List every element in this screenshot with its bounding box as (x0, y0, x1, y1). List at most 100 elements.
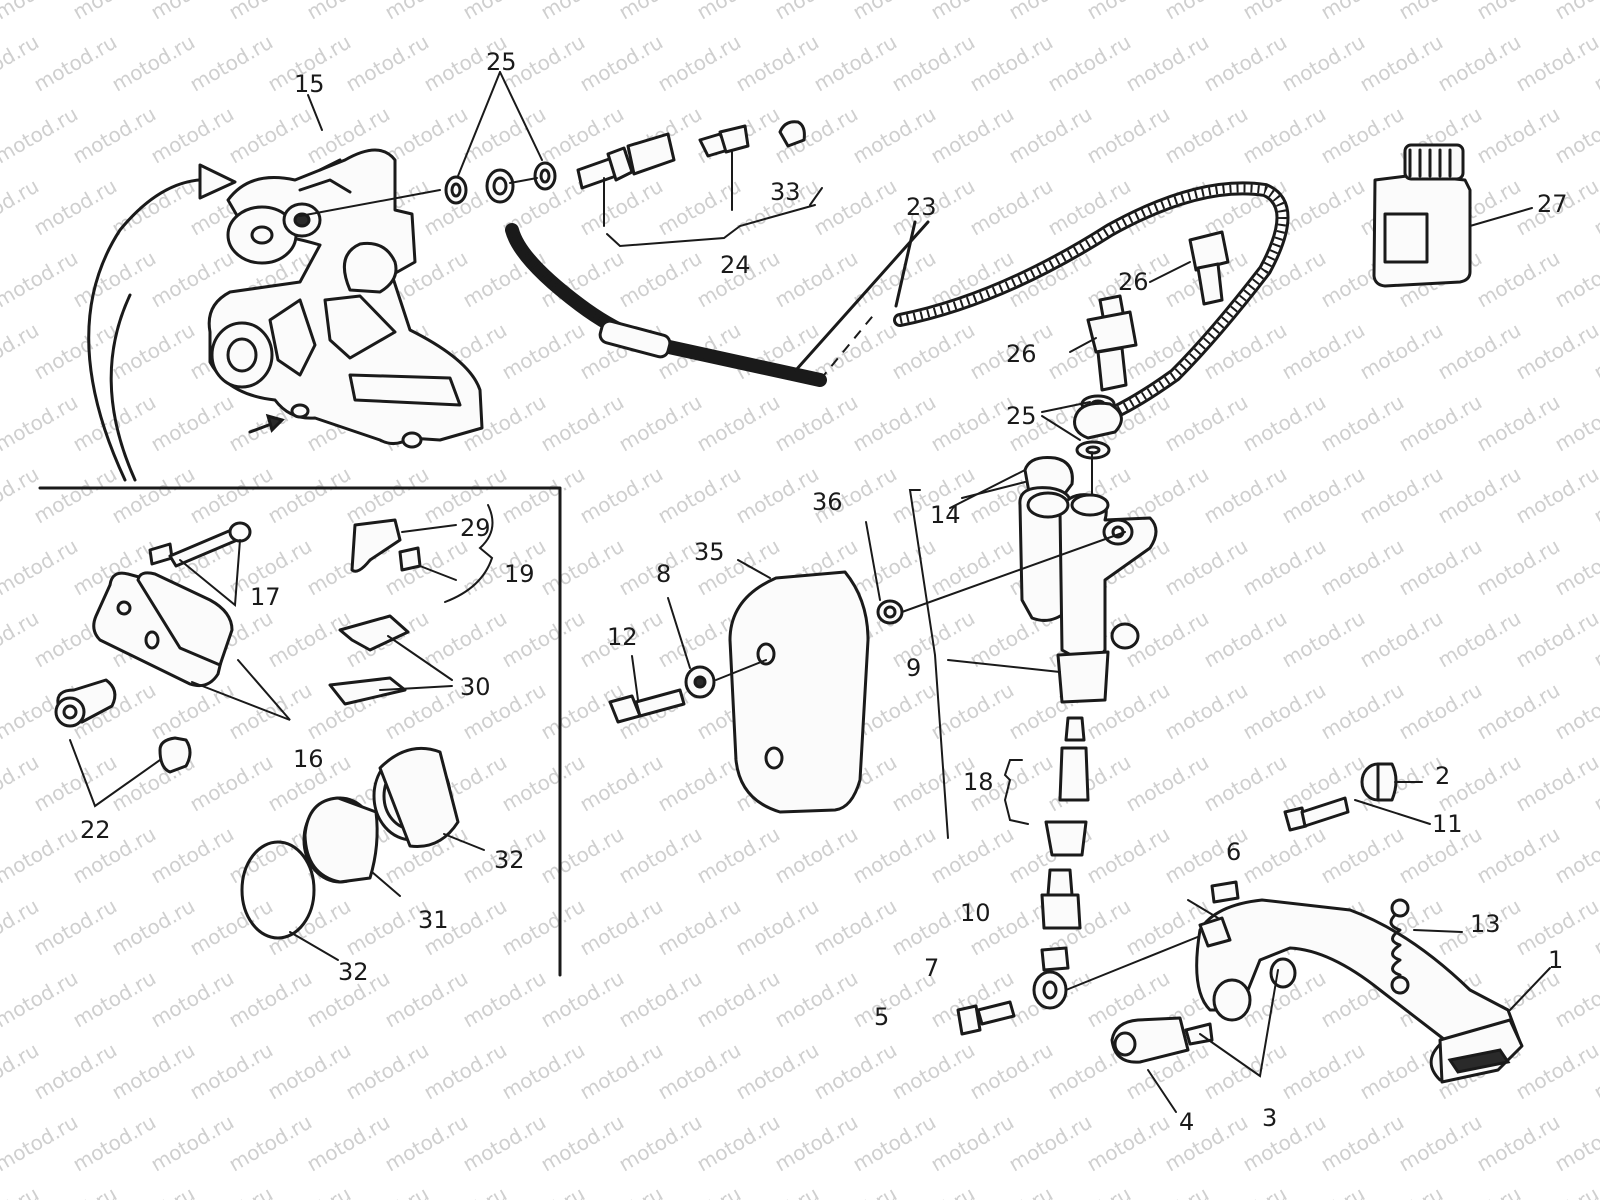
watermark-text: motod.ru (537, 390, 628, 457)
watermark-text: motod.ru (576, 1182, 667, 1200)
watermark-text: motod.ru (0, 246, 82, 313)
watermark-text: motod.ru (1278, 174, 1369, 241)
watermark-text: motod.ru (576, 750, 667, 817)
stop-bumper (1283, 762, 1431, 832)
watermark-text: motod.ru (420, 606, 511, 673)
watermark-text: motod.ru (1551, 1110, 1600, 1177)
banjo-bolts (1069, 230, 1230, 392)
watermark-text: motod.ru (1200, 462, 1291, 529)
watermark-text: motod.ru (1473, 534, 1564, 601)
inset-panel-border (38, 486, 562, 977)
watermark-text: motod.ru (1512, 318, 1600, 385)
watermark-text: motod.ru (888, 1038, 979, 1105)
watermark-text: motod.ru (1200, 1182, 1291, 1200)
watermark-text: motod.ru (1473, 678, 1564, 745)
push-rod-assembly (956, 716, 1211, 1036)
label-17: 17 (250, 583, 281, 611)
watermark-text: motod.ru (537, 534, 628, 601)
watermark-text: motod.ru (147, 390, 238, 457)
watermark-text: motod.ru (1356, 30, 1447, 97)
watermark-text: motod.ru (849, 246, 940, 313)
watermark-text: motod.ru (1551, 390, 1600, 457)
label-11: 11 (1432, 810, 1463, 838)
watermark-text: motod.ru (30, 318, 121, 385)
watermark-text: motod.ru (654, 1182, 745, 1200)
watermark-text: motod.ru (1278, 1038, 1369, 1105)
watermark-text: motod.ru (927, 102, 1018, 169)
watermark-text: motod.ru (1356, 462, 1447, 529)
watermark-text: motod.ru (576, 462, 667, 529)
watermark-text: motod.ru (1317, 390, 1408, 457)
brake-fluid-bottle (1372, 143, 1533, 288)
watermark-text: motod.ru (1356, 318, 1447, 385)
watermark-text: motod.ru (1551, 966, 1600, 1033)
watermark-text: motod.ru (654, 894, 745, 961)
watermark-text: motod.ru (225, 1110, 316, 1177)
watermark-text: motod.ru (1317, 102, 1408, 169)
watermark-text: motod.ru (732, 1038, 823, 1105)
watermark-text: motod.ru (771, 390, 862, 457)
watermark-text: motod.ru (537, 1110, 628, 1177)
curved-arrow-to-caliper (87, 178, 217, 482)
watermark-text: motod.ru (147, 966, 238, 1033)
leader-lines (307, 71, 1026, 509)
label-8: 8 (656, 560, 671, 588)
watermark-text: motod.ru (1551, 102, 1600, 169)
watermark-text: motod.ru (1161, 390, 1252, 457)
watermark-text: motod.ru (927, 390, 1018, 457)
watermark-text: motod.ru (147, 1110, 238, 1177)
watermark-text: motod.ru (1473, 1110, 1564, 1177)
watermark-text: motod.ru (30, 1038, 121, 1105)
watermark-text: motod.ru (1278, 1182, 1369, 1200)
watermark-text: motod.ru (498, 318, 589, 385)
label-26-lower: 26 (1006, 340, 1037, 368)
watermark-text: motod.ru (810, 1182, 901, 1200)
watermark-text: motod.ru (1512, 1182, 1600, 1200)
watermark-text: motod.ru (264, 1038, 355, 1105)
watermark-text: motod.ru (1551, 0, 1600, 24)
watermark-text: motod.ru (498, 894, 589, 961)
watermark-text: motod.ru (693, 1110, 784, 1177)
watermark-text: motod.ru (966, 1182, 1057, 1200)
watermark-text: motod.ru (849, 822, 940, 889)
watermark-text: motod.ru (1317, 678, 1408, 745)
watermark-text: motod.ru (576, 894, 667, 961)
watermark-text: motod.ru (1161, 102, 1252, 169)
watermark-text: motod.ru (654, 462, 745, 529)
watermark-text: motod.ru (381, 1110, 472, 1177)
label-4: 4 (1179, 1108, 1194, 1136)
watermark-text: motod.ru (927, 534, 1018, 601)
watermark-text: motod.ru (147, 102, 238, 169)
watermark-text: motod.ru (186, 462, 277, 529)
watermark-text: motod.ru (1278, 30, 1369, 97)
watermark-text: motod.ru (849, 1110, 940, 1177)
watermark-text: motod.ru (108, 30, 199, 97)
label-18: 18 (963, 768, 994, 796)
watermark-text: motod.ru (1200, 1038, 1291, 1105)
watermark-text: motod.ru (888, 318, 979, 385)
watermark-text: motod.ru (30, 750, 121, 817)
watermark-text: motod.ru (498, 750, 589, 817)
watermark-text: motod.ru (342, 30, 433, 97)
watermark-text: motod.ru (1512, 606, 1600, 673)
watermark-text: motod.ru (1200, 750, 1291, 817)
watermark-text: motod.ru (1044, 1182, 1135, 1200)
watermark-text: motod.ru (1044, 750, 1135, 817)
watermark-text: motod.ru (147, 678, 238, 745)
watermark-text: motod.ru (459, 246, 550, 313)
watermark-text: motod.ru (0, 822, 82, 889)
label-6: 6 (1226, 838, 1241, 866)
watermark-text: motod.ru (1512, 462, 1600, 529)
watermark-text: motod.ru (1512, 750, 1600, 817)
watermark-text: motod.ru (1044, 30, 1135, 97)
watermark-text: motod.ru (69, 246, 160, 313)
watermark-text: motod.ru (498, 1038, 589, 1105)
label-31: 31 (418, 906, 449, 934)
brake-pedal (1110, 880, 1551, 1113)
watermark-text: motod.ru (225, 102, 316, 169)
watermark-text: motod.ru (693, 390, 784, 457)
watermark-text: motod.ru (108, 1038, 199, 1105)
watermark-text: motod.ru (342, 462, 433, 529)
watermark-text: motod.ru (1317, 1110, 1408, 1177)
